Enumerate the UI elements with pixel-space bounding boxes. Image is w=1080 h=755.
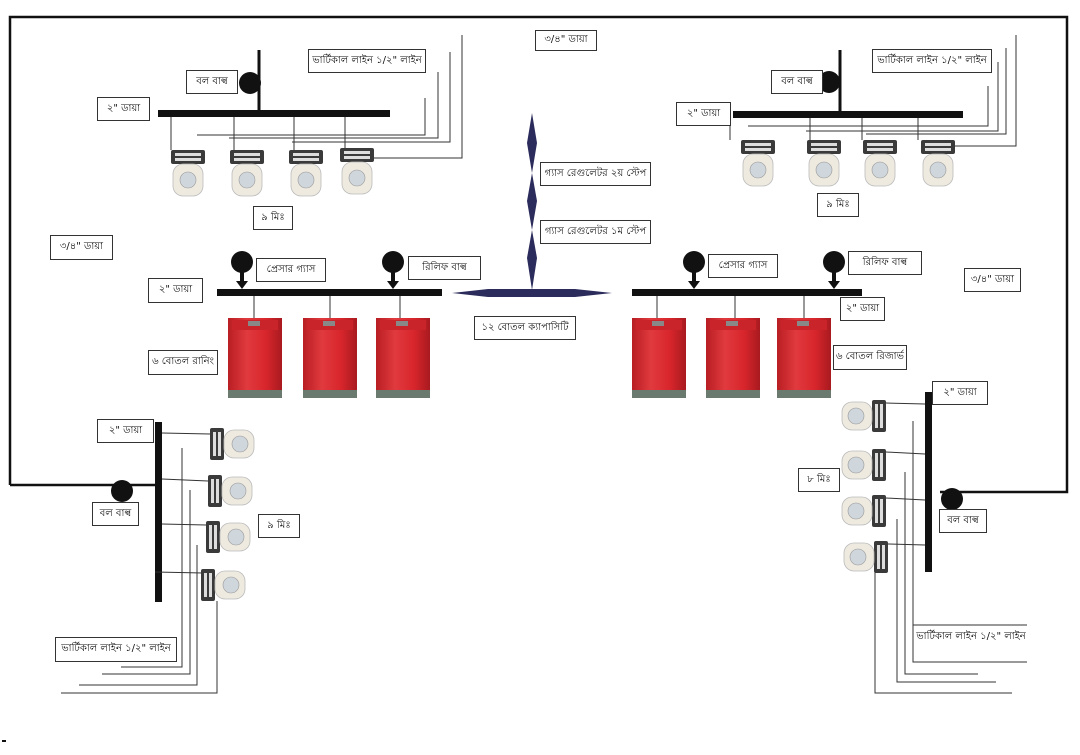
top-left-vertical-line-label: ভার্টিকাল লাইন ১/২" লাইন (308, 49, 426, 73)
left-manifold-header-label: ২" ডায়া (148, 278, 203, 303)
reserve-bank-label: ৬ বোতল রিজার্ভ (833, 345, 907, 370)
regulator-step2-label: গ্যাস রেগুলেটর ২য় স্টেপ (540, 162, 651, 186)
top-left-floor-label: ৯ মিঃ (253, 206, 293, 230)
branch-top-left (158, 35, 463, 197)
bottom-right-ball-valve-label: বল বাল্ব (939, 509, 987, 533)
branch-bottom-left (61, 422, 255, 694)
gas-regulator (452, 113, 612, 297)
bottom-left-floor-label: ৯ মিঃ (258, 514, 300, 538)
capacity-label: ১২ বোতল ক্যাপাসিটি (474, 316, 576, 340)
left-relief-valve-label: রিলিফ বাল্ব (408, 256, 481, 280)
top-left-header-label: ২" ডায়া (97, 97, 150, 121)
main-line-top-label: ৩/৪" ডায়া (535, 30, 597, 51)
bottom-right-header-label: ২" ডায়া (932, 381, 988, 405)
running-bank-label: ৬ বোতল রানিং (148, 350, 218, 375)
bottom-right-vertical-line-label: ভার্টিকাল লাইন ১/২" লাইন (916, 630, 1026, 642)
manifold-left (217, 251, 442, 398)
top-right-floor-label: ৯ মিঃ (817, 193, 859, 217)
regulator-step1-label: গ্যাস রেগুলেটর ১ম স্টেপ (540, 220, 651, 244)
top-right-vertical-line-label: ভার্টিকাল লাইন ১/২" লাইন (872, 49, 992, 73)
right-manifold-header-label: ২" ডায়া (840, 297, 885, 321)
main-line-left-label: ৩/৪" ডায়া (50, 235, 113, 260)
branch-bottom-right (841, 392, 1027, 694)
branch-top-right (729, 35, 1017, 187)
bottom-left-header-label: ২" ডায়া (97, 419, 154, 443)
right-pressure-gauge-label: প্রেসার গ্যাস (708, 254, 778, 278)
bottom-left-vertical-line-label: ভার্টিকাল লাইন ১/২" লাইন (55, 637, 177, 662)
top-left-ball-valve-label: বল বাল্ব (186, 70, 238, 94)
bottom-left-ball-valve-label: বল বাল্ব (92, 502, 139, 526)
top-right-ball-valve-label: বল বাল্ব (771, 70, 823, 94)
right-relief-valve-label: রিলিফ বাল্ব (848, 251, 922, 275)
top-right-header-label: ২" ডায়া (676, 102, 731, 126)
manifold-right (632, 251, 862, 398)
main-line-right-label: ৩/৪" ডায়া (964, 268, 1021, 292)
left-pressure-gauge-label: প্রেসার গ্যাস (256, 258, 326, 282)
bottom-right-floor-label: ৮ মিঃ (798, 468, 840, 492)
